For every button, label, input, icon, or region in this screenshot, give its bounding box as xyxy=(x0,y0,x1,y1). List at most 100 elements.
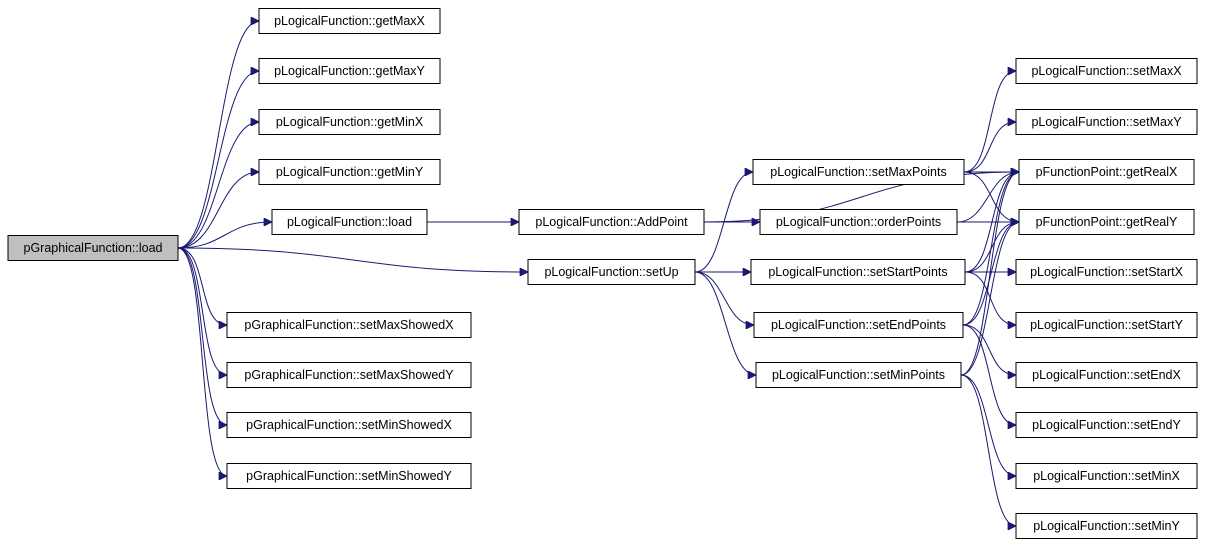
node-getMinY[interactable]: pLogicalFunction::getMinY xyxy=(258,159,441,185)
node-label: pLogicalFunction::setEndPoints xyxy=(771,318,946,332)
node-setMinShowedY[interactable]: pGraphicalFunction::setMinShowedY xyxy=(226,463,472,489)
edge-root-to-getMaxX xyxy=(177,21,259,249)
edge-root-to-setMaxShowedX xyxy=(177,247,227,325)
node-label: pLogicalFunction::setEndX xyxy=(1032,368,1181,382)
edge-root-to-getMinX xyxy=(177,122,259,249)
node-setEndX[interactable]: pLogicalFunction::setEndX xyxy=(1015,362,1198,388)
node-label: pLogicalFunction::setUp xyxy=(544,265,678,279)
node-label: pLogicalFunction::load xyxy=(287,215,412,229)
node-getRealX[interactable]: pFunctionPoint::getRealX xyxy=(1018,159,1195,185)
node-box xyxy=(1015,259,1198,285)
node-label: pFunctionPoint::getRealY xyxy=(1036,215,1178,229)
edge-layer xyxy=(177,21,1019,526)
edge-setUp-to-setMaxPoints xyxy=(694,172,753,273)
edge-root-to-getMaxY xyxy=(177,71,259,249)
node-setMaxPoints[interactable]: pLogicalFunction::setMaxPoints xyxy=(752,159,965,185)
edge-setEndPoints-to-setEndY xyxy=(962,324,1016,425)
node-setEndPoints[interactable]: pLogicalFunction::setEndPoints xyxy=(753,312,964,338)
node-setStartX[interactable]: pLogicalFunction::setStartX xyxy=(1015,259,1198,285)
node-box xyxy=(527,259,696,285)
node-box xyxy=(1015,109,1198,135)
edge-root-to-setMinShowedX xyxy=(177,247,227,425)
node-label: pGraphicalFunction::setMinShowedX xyxy=(246,418,452,432)
node-label: pLogicalFunction::getMaxY xyxy=(274,64,425,78)
edge-setMaxPoints-to-setMaxX xyxy=(963,71,1016,173)
node-lload[interactable]: pLogicalFunction::load xyxy=(271,209,428,235)
node-label: pGraphicalFunction::setMaxShowedX xyxy=(244,318,454,332)
node-box xyxy=(7,235,179,261)
edge-setMinPoints-to-getRealY xyxy=(960,222,1019,376)
node-root[interactable]: pGraphicalFunction::load xyxy=(7,235,179,261)
node-label: pLogicalFunction::setMinX xyxy=(1033,469,1180,483)
edge-root-to-setMaxShowedY xyxy=(177,247,227,375)
edge-root-to-lload xyxy=(177,222,272,249)
node-setMaxShowedY[interactable]: pGraphicalFunction::setMaxShowedY xyxy=(226,362,472,388)
node-orderPoints[interactable]: pLogicalFunction::orderPoints xyxy=(759,209,958,235)
node-box xyxy=(755,362,962,388)
node-label: pLogicalFunction::setMinPoints xyxy=(772,368,945,382)
node-setMinX[interactable]: pLogicalFunction::setMinX xyxy=(1015,463,1198,489)
node-box xyxy=(226,412,472,438)
node-box xyxy=(1015,513,1198,539)
node-box xyxy=(753,312,964,338)
node-getMinX[interactable]: pLogicalFunction::getMinX xyxy=(258,109,441,135)
node-setMaxY[interactable]: pLogicalFunction::setMaxY xyxy=(1015,109,1198,135)
edge-setMaxPoints-to-setMaxY xyxy=(963,122,1016,173)
node-setEndY[interactable]: pLogicalFunction::setEndY xyxy=(1015,412,1198,438)
node-label: pGraphicalFunction::setMinShowedY xyxy=(246,469,452,483)
node-label: pLogicalFunction::setStartX xyxy=(1030,265,1184,279)
node-setStartPoints[interactable]: pLogicalFunction::setStartPoints xyxy=(750,259,966,285)
node-label: pGraphicalFunction::load xyxy=(24,241,163,255)
node-label: pLogicalFunction::setStartPoints xyxy=(768,265,947,279)
node-setStartY[interactable]: pLogicalFunction::setStartY xyxy=(1015,312,1198,338)
edge-setEndPoints-to-setEndX xyxy=(962,324,1016,375)
node-box xyxy=(226,312,472,338)
node-label: pLogicalFunction::getMaxX xyxy=(274,14,425,28)
node-getRealY[interactable]: pFunctionPoint::getRealY xyxy=(1018,209,1195,235)
node-setMinPoints[interactable]: pLogicalFunction::setMinPoints xyxy=(755,362,962,388)
node-box xyxy=(258,8,441,34)
node-label: pLogicalFunction::orderPoints xyxy=(776,215,941,229)
node-box xyxy=(226,463,472,489)
node-label: pLogicalFunction::getMinY xyxy=(276,165,424,179)
node-box xyxy=(1015,58,1198,84)
edge-setStartPoints-to-getRealY xyxy=(964,222,1019,273)
node-label: pGraphicalFunction::setMaxShowedY xyxy=(244,368,454,382)
node-addPoint[interactable]: pLogicalFunction::AddPoint xyxy=(518,209,705,235)
edge-orderPoints-to-getRealX xyxy=(956,172,1019,223)
node-label: pFunctionPoint::getRealX xyxy=(1036,165,1178,179)
node-layer: pGraphicalFunction::loadpLogicalFunction… xyxy=(7,8,1198,539)
node-getMaxY[interactable]: pLogicalFunction::getMaxY xyxy=(258,58,441,84)
node-box xyxy=(759,209,958,235)
node-getMaxX[interactable]: pLogicalFunction::getMaxX xyxy=(258,8,441,34)
node-box xyxy=(258,159,441,185)
node-label: pLogicalFunction::setMaxY xyxy=(1031,115,1182,129)
edge-setEndPoints-to-getRealX xyxy=(962,172,1019,326)
edge-root-to-setMinShowedY xyxy=(177,247,227,476)
edge-setUp-to-setEndPoints xyxy=(694,271,754,325)
node-label: pLogicalFunction::setMaxPoints xyxy=(770,165,946,179)
node-label: pLogicalFunction::setMaxX xyxy=(1031,64,1182,78)
node-box xyxy=(258,109,441,135)
node-setMinShowedX[interactable]: pGraphicalFunction::setMinShowedX xyxy=(226,412,472,438)
edge-setUp-to-setMinPoints xyxy=(694,271,756,375)
node-setMaxX[interactable]: pLogicalFunction::setMaxX xyxy=(1015,58,1198,84)
node-box xyxy=(1018,209,1195,235)
node-box xyxy=(1015,463,1198,489)
node-label: pLogicalFunction::setEndY xyxy=(1032,418,1181,432)
node-box xyxy=(750,259,966,285)
node-box xyxy=(1015,312,1198,338)
node-box xyxy=(1018,159,1195,185)
node-label: pLogicalFunction::AddPoint xyxy=(535,215,688,229)
node-setMaxShowedX[interactable]: pGraphicalFunction::setMaxShowedX xyxy=(226,312,472,338)
edge-setMinPoints-to-getRealX xyxy=(960,172,1019,376)
edge-root-to-getMinY xyxy=(177,172,259,249)
edge-setMaxPoints-to-getRealY xyxy=(963,171,1019,222)
node-setUp[interactable]: pLogicalFunction::setUp xyxy=(527,259,696,285)
node-box xyxy=(1015,362,1198,388)
node-label: pLogicalFunction::setStartY xyxy=(1030,318,1184,332)
node-setMinY[interactable]: pLogicalFunction::setMinY xyxy=(1015,513,1198,539)
node-box xyxy=(258,58,441,84)
node-box xyxy=(1015,412,1198,438)
